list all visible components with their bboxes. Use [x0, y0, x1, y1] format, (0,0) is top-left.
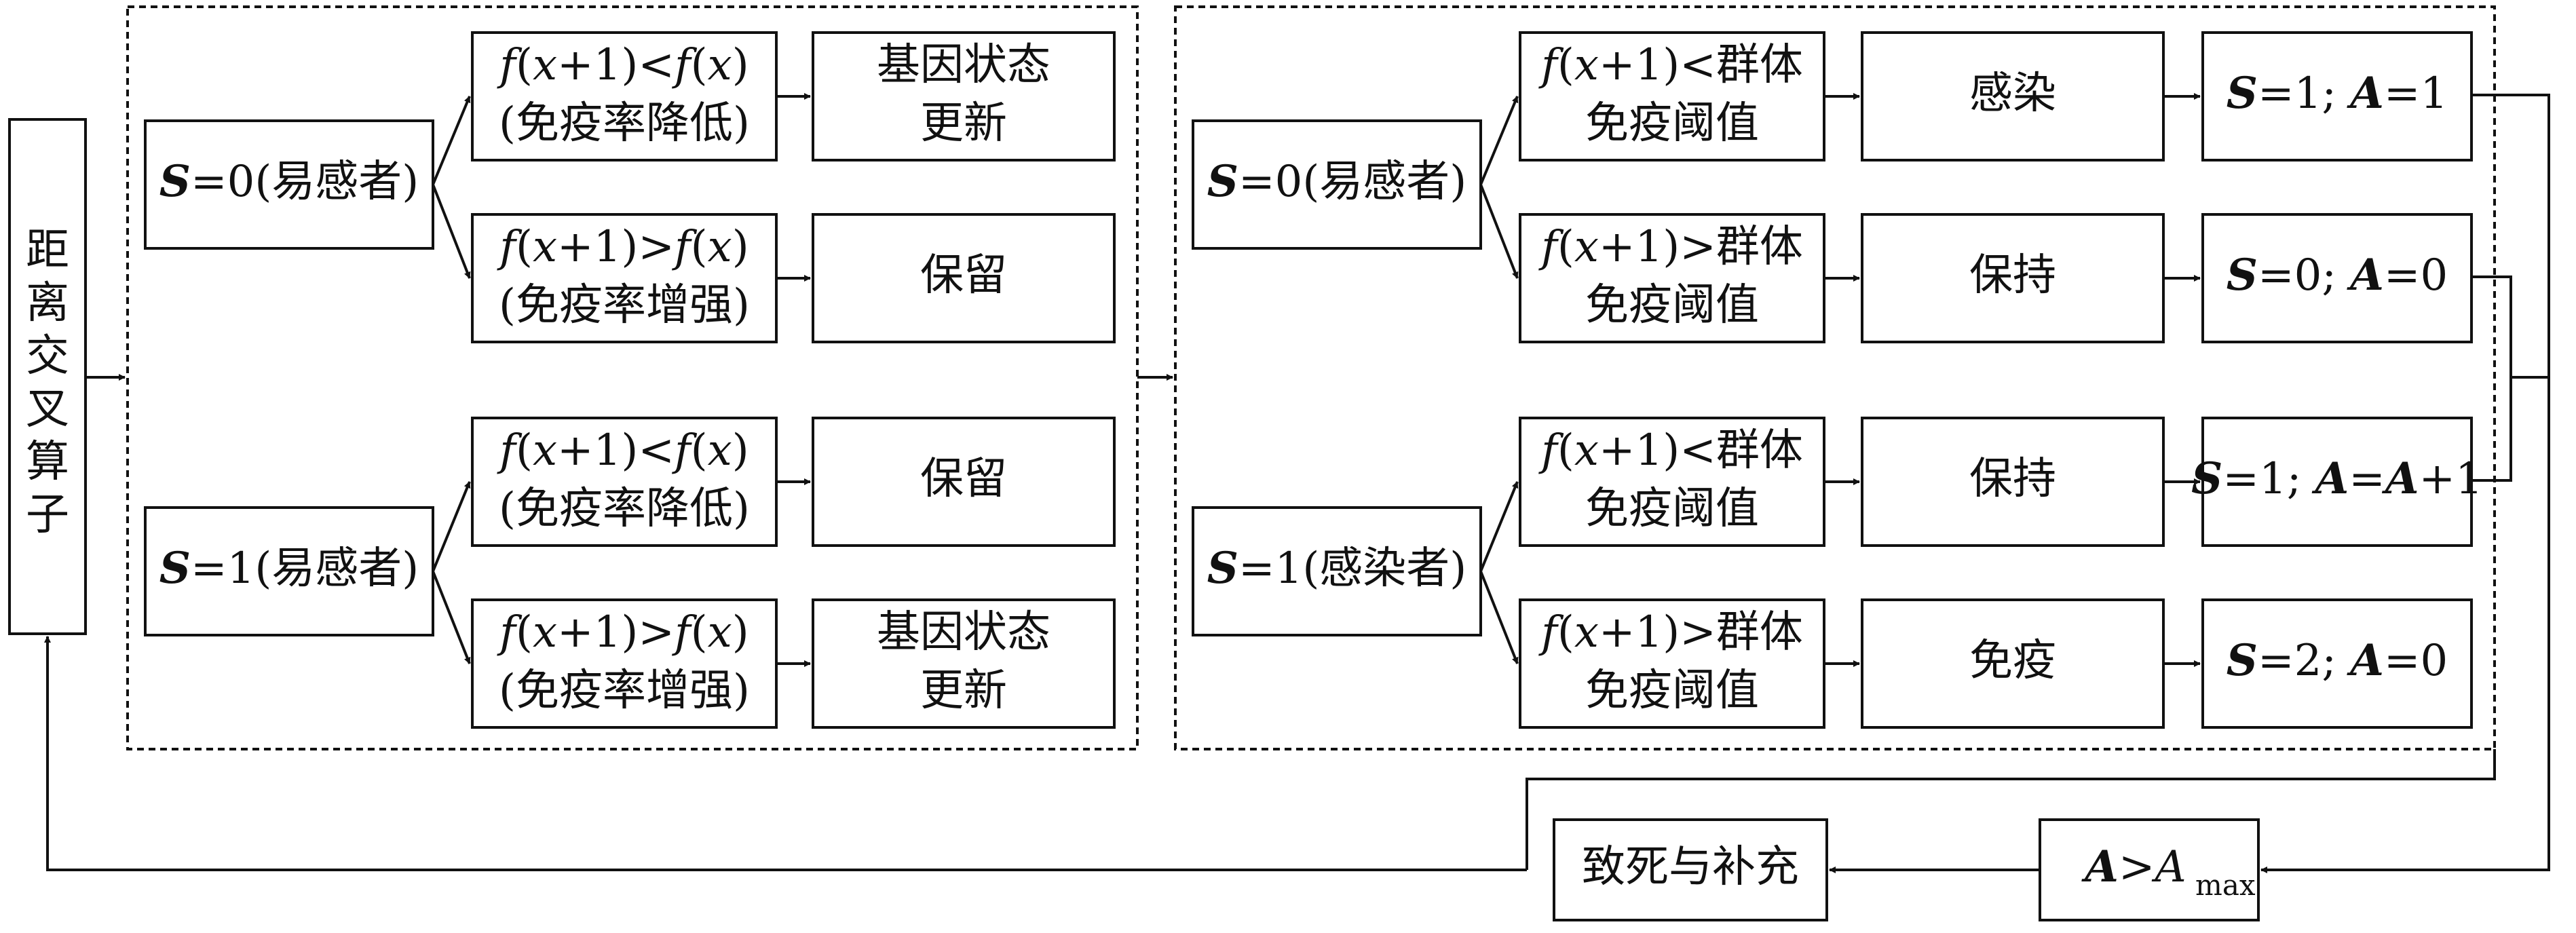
immune-state-box-0: [1192, 119, 1482, 250]
immune-cond-label-0-0: f(x+1)<群体: [1538, 40, 1803, 90]
genetic-cond-label-0-1: f(x+1)>f(x): [497, 222, 749, 272]
genetic-cond-label-1-1: f(x+1)>f(x): [497, 607, 749, 658]
immune-action-box-1-1: [1861, 598, 2165, 729]
immune-outcome-label-0-1: S=0; A=0: [2227, 250, 2448, 301]
genetic-state-label-1: S=1(易感者): [159, 543, 419, 594]
immune-outcome-label-1-0: S=1; A=A+1: [2191, 453, 2483, 504]
immune-outcome-label-0-0: S=1; A=1: [2227, 68, 2448, 119]
immune-branch-arrow-1-1: [1479, 571, 1519, 664]
genetic-cond-sub-0-0: (免疫率降低): [499, 98, 750, 149]
genetic-cond-box-0-0: [471, 31, 778, 161]
genetic-result-label-0-0: 基因状态: [877, 40, 1050, 90]
immune-outcome-label-1-1: S=2; A=0: [2227, 635, 2448, 686]
genetic-cond-box-1-0: [471, 417, 778, 547]
death-box: [1553, 818, 1828, 921]
threshold-sub: max: [2195, 869, 2256, 902]
immune-stage-group: [1174, 5, 2496, 750]
immune-action-label-1-1: 免疫: [1969, 636, 2056, 686]
immune-action-label-1-0: 保持: [1969, 454, 2056, 504]
genetic-result-box-1-1: [812, 598, 1116, 729]
genetic-state-box-0: [144, 119, 434, 250]
immune-cond-box-1-1: [1519, 598, 1825, 729]
genetic-result-box-1-0: [812, 417, 1116, 547]
genetic-stage-group: [126, 5, 1139, 750]
immune-cond-sub-0-1: 免疫阈值: [1585, 280, 1759, 330]
operator-label: 距离交叉算子: [26, 225, 69, 540]
loop-from-infected-keep: [2471, 377, 2512, 482]
genetic-result-label-1-1: 基因状态: [877, 607, 1050, 658]
genetic-result-box-0-0: [812, 31, 1116, 161]
immune-cond-box-1-0: [1519, 417, 1825, 547]
genetic-result-label2-0-0: 更新: [920, 98, 1007, 149]
immune-state-label-1: S=1(感染者): [1207, 543, 1467, 594]
loop-from-infected: [2260, 94, 2550, 873]
genetic-cond-box-1-1: [471, 598, 778, 729]
immune-outcome-box-0-0: [2201, 31, 2473, 161]
immune-cond-label-1-0: f(x+1)<群体: [1538, 425, 1803, 476]
genetic-cond-box-0-1: [471, 213, 778, 343]
immune-outcome-box-1-0: [2201, 417, 2473, 547]
genetic-state-box-1: [144, 506, 434, 636]
genetic-cond-sub-0-1: (免疫率增强): [499, 280, 750, 330]
genetic-branch-arrow-0-0: [432, 96, 471, 185]
immune-cond-label-0-1: f(x+1)>群体: [1538, 222, 1803, 272]
loop-from-keep: [2471, 275, 2549, 379]
threshold-box: [2039, 818, 2260, 921]
immune-state-label-0: S=0(易感者): [1207, 156, 1467, 207]
genetic-result-box-0-1: [812, 213, 1116, 343]
immune-action-label-0-0: 感染: [1969, 69, 2056, 119]
immune-cond-box-0-1: [1519, 213, 1825, 343]
immune-action-label-0-1: 保持: [1969, 250, 2056, 301]
genetic-result-label2-1-1: 更新: [920, 666, 1007, 716]
genetic-branch-arrow-0-1: [432, 184, 471, 279]
death-label: 致死与补充: [1582, 842, 1799, 892]
immune-cond-sub-0-0: 免疫阈值: [1585, 98, 1759, 149]
genetic-cond-sub-1-0: (免疫率降低): [499, 484, 750, 534]
immune-outcome-box-1-1: [2201, 598, 2473, 729]
genetic-result-label-1-0: 保留: [920, 454, 1007, 504]
immune-action-box-0-0: [1861, 31, 2165, 161]
genetic-cond-sub-1-1: (免疫率增强): [499, 666, 750, 716]
immune-cond-sub-1-1: 免疫阈值: [1585, 666, 1759, 716]
immune-action-box-1-0: [1861, 417, 2165, 547]
immune-cond-box-0-0: [1519, 31, 1825, 161]
genetic-branch-arrow-1-1: [432, 571, 471, 664]
immune-cond-sub-1-0: 免疫阈值: [1585, 484, 1759, 534]
operator-box: [8, 118, 87, 635]
genetic-state-label-0: S=0(易感者): [159, 156, 419, 207]
immune-branch-arrow-0-0: [1479, 96, 1519, 185]
genetic-cond-label-0-0: f(x+1)<f(x): [497, 40, 749, 90]
immune-state-box-1: [1192, 506, 1482, 636]
immune-branch-arrow-1-0: [1479, 481, 1519, 572]
genetic-branch-arrow-1-0: [432, 481, 471, 572]
loop-group-to-death: [1526, 749, 2496, 870]
immune-outcome-box-0-1: [2201, 213, 2473, 343]
immune-branch-arrow-0-1: [1479, 184, 1519, 279]
immune-cond-label-1-1: f(x+1)>群体: [1538, 607, 1803, 658]
genetic-cond-label-1-0: f(x+1)<f(x): [497, 425, 749, 476]
arrow-death-to-operator: [44, 636, 1527, 871]
threshold-label: A>A: [2081, 841, 2186, 892]
genetic-result-label-0-1: 保留: [920, 250, 1007, 301]
immune-action-box-0-1: [1861, 213, 2165, 343]
